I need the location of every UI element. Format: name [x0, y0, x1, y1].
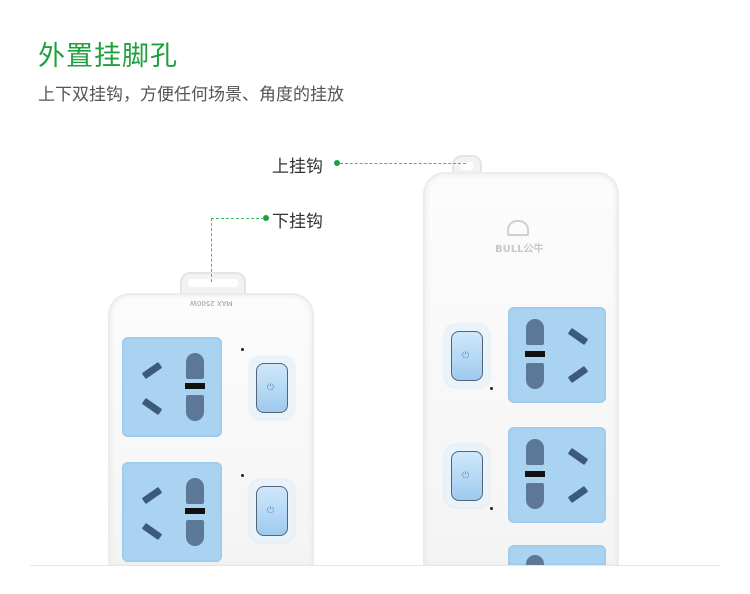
product-image: MAX 2500W ⏻ ⏻ BULL公牛 ⏻ ⏻	[108, 155, 619, 565]
power-icon: ⏻	[462, 351, 470, 361]
bull-logo-icon	[507, 220, 529, 236]
socket	[508, 545, 606, 565]
power-switch: ⏻	[445, 325, 489, 387]
power-switch: ⏻	[250, 480, 294, 542]
page-subtitle: 上下双挂钩，方便任何场景、角度的挂放	[38, 85, 344, 105]
divider	[30, 565, 720, 566]
rating-text: MAX 2500W	[190, 299, 233, 307]
socket	[122, 462, 222, 562]
upper-hook-label: 上挂钩	[272, 157, 323, 177]
power-icon: ⏻	[267, 506, 275, 516]
power-icon: ⏻	[462, 471, 470, 481]
socket	[508, 427, 606, 523]
power-switch: ⏻	[445, 445, 489, 507]
power-switch: ⏻	[250, 357, 294, 419]
socket	[122, 337, 222, 437]
socket	[508, 307, 606, 403]
lower-hook-label: 下挂钩	[272, 212, 323, 232]
power-icon: ⏻	[267, 383, 275, 393]
brand-logo: BULL公牛	[495, 244, 544, 255]
page-title: 外置挂脚孔	[38, 41, 178, 72]
